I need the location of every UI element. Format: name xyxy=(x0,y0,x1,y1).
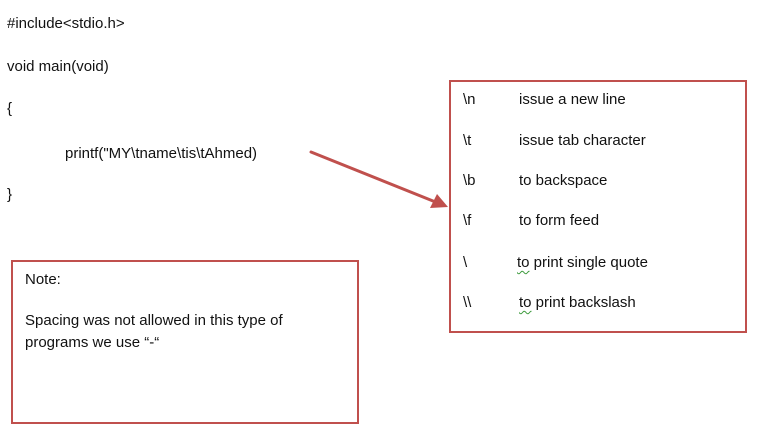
escape-row: \n issue a new line xyxy=(451,90,745,110)
escape-code: \t xyxy=(463,132,472,149)
escape-description-rest: print backslash xyxy=(531,294,636,311)
escape-code: \\ xyxy=(463,294,472,311)
code-line-close-brace: } xyxy=(7,186,13,203)
escape-code: \f xyxy=(463,212,472,229)
code-line-printf: printf("MY\tname\tis\tAhmed) xyxy=(65,145,258,162)
escape-description: to print backslash xyxy=(519,293,636,313)
escape-description: to backspace xyxy=(519,172,608,189)
escape-row: \ to print single quote xyxy=(451,253,745,273)
escape-description: to form feed xyxy=(519,212,600,229)
escape-description: to print single quote xyxy=(517,253,648,273)
escape-row: \t issue tab character xyxy=(451,131,745,151)
escape-description: issue a new line xyxy=(519,91,626,108)
escape-row: \\ to print backslash xyxy=(451,293,745,313)
spellcheck-word: to xyxy=(519,294,532,311)
escape-row: \f to form feed xyxy=(451,211,745,231)
code-line-open-brace: { xyxy=(7,100,13,117)
note-title: Note: xyxy=(25,271,61,288)
escape-sequence-table: \n issue a new line \t issue tab charact… xyxy=(449,80,747,333)
code-line-main-signature: void main(void) xyxy=(7,58,109,75)
code-line-include: #include<stdio.h> xyxy=(7,15,125,32)
escape-row: \b to backspace xyxy=(451,171,745,191)
escape-code: \b xyxy=(463,172,476,189)
note-box: Note: Spacing was not allowed in this ty… xyxy=(11,260,359,424)
escape-description-rest: print single quote xyxy=(529,254,648,271)
escape-description: issue tab character xyxy=(519,132,646,149)
note-body: Spacing was not allowed in this type of … xyxy=(25,312,283,351)
spellcheck-word: to xyxy=(517,254,530,271)
escape-code: \n xyxy=(463,91,476,108)
escape-code: \ xyxy=(463,254,468,271)
